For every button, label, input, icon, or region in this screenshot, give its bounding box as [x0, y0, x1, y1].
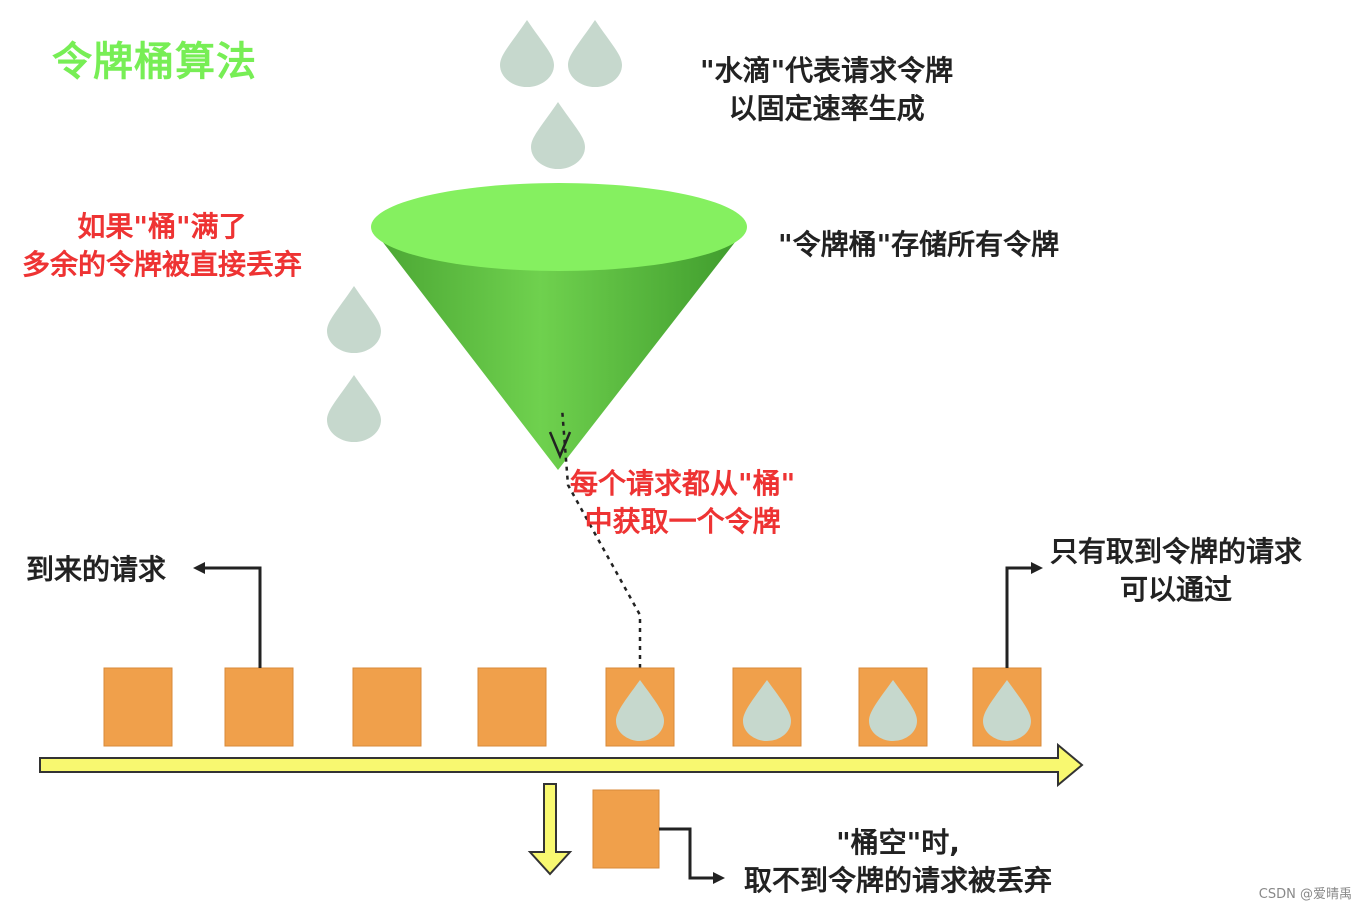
pass-arrow — [1005, 562, 1043, 668]
overflow-caption-line2: 多余的令牌被直接丢弃 — [22, 248, 303, 281]
bucket-rim — [371, 183, 747, 271]
overflow-caption: 如果"桶"满了 多余的令牌被直接丢弃 — [22, 208, 302, 284]
request-box-3 — [352, 667, 422, 747]
overflow-drop-1 — [327, 286, 381, 353]
drops-caption: "水滴"代表请求令牌 以固定速率生成 — [700, 52, 953, 128]
take-token-caption-line1: 每个请求都从"桶" — [570, 467, 796, 500]
pass-caption: 只有取到令牌的请求 可以通过 — [1050, 533, 1302, 609]
bucket-caption: "令牌桶"存储所有令牌 — [778, 228, 1060, 261]
token-drop-2 — [568, 20, 622, 87]
pass-caption-line1: 只有取到令牌的请求 — [1050, 535, 1303, 568]
token-drop-1 — [500, 20, 554, 87]
request-token-drop-7 — [869, 680, 917, 741]
reject-down-arrow — [527, 783, 573, 876]
token-take-path — [560, 407, 642, 668]
rejected-request-box — [592, 789, 660, 869]
request-token-drop-8 — [983, 680, 1031, 741]
token-take-arrowhead — [548, 431, 572, 460]
request-token-drop-5 — [616, 680, 664, 741]
take-token-caption: 每个请求都从"桶" 中获取一个令牌 — [570, 465, 795, 541]
timeline-arrow — [39, 742, 1084, 788]
overflow-drop-2 — [327, 375, 381, 442]
empty-caption-line1: "桶空"时, — [836, 826, 960, 859]
token-drop-3 — [531, 102, 585, 169]
request-box-2 — [224, 667, 294, 747]
empty-caption-line2: 取不到令牌的请求被丢弃 — [744, 864, 1053, 897]
request-box-4 — [477, 667, 547, 747]
take-token-caption-line2: 中获取一个令牌 — [584, 505, 781, 538]
request-token-drop-6 — [743, 680, 791, 741]
overflow-caption-line1: 如果"桶"满了 — [77, 210, 247, 243]
incoming-arrow — [193, 562, 262, 668]
request-box-1 — [103, 667, 173, 747]
request-row — [103, 667, 1042, 747]
watermark: CSDN @爱晴禹 — [1258, 887, 1352, 902]
diagram-title: 令牌桶算法 — [52, 39, 257, 85]
drops-caption-line2: 以固定速率生成 — [728, 92, 925, 125]
pass-caption-line2: 可以通过 — [1120, 573, 1233, 606]
drops-caption-line1: "水滴"代表请求令牌 — [700, 54, 954, 87]
bucket-body — [372, 228, 746, 470]
empty-caption: "桶空"时, 取不到令牌的请求被丢弃 — [744, 824, 1052, 900]
incoming-caption: 到来的请求 — [26, 553, 167, 586]
reject-arrow — [659, 827, 725, 884]
